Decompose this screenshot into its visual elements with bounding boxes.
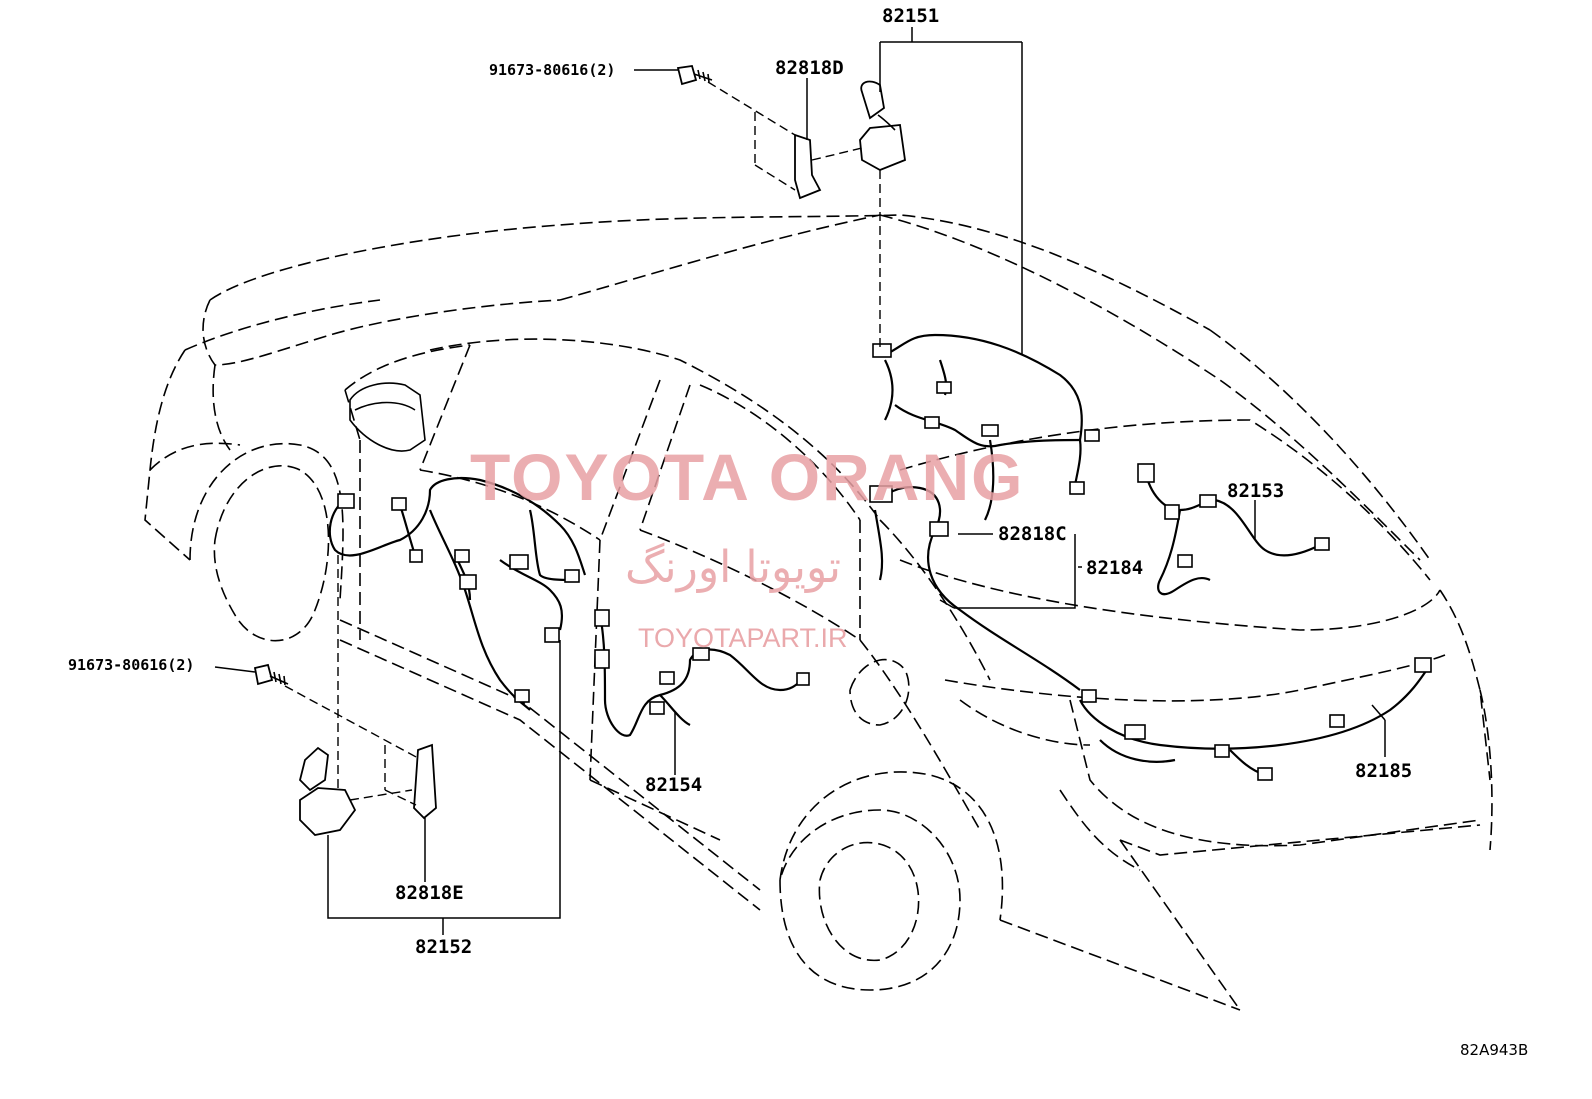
watermark: TOYOTA ORANG تویوتا اورنگ TOYOTAPART.IR xyxy=(470,440,1024,653)
harness-82184-cpillar xyxy=(869,485,1081,691)
harness-82153-trunk xyxy=(1137,463,1330,596)
harness-82154-rear-door xyxy=(594,609,810,737)
watermark-brand: TOYOTA ORANG xyxy=(470,440,1024,514)
bracket-82818e-icon xyxy=(413,743,437,820)
label-82184: 82184 xyxy=(1086,557,1143,579)
leader-lines xyxy=(214,27,1386,935)
harness-82185-rear xyxy=(1079,657,1432,781)
label-bolt-top: 91673-80616(2) xyxy=(489,61,615,79)
label-82154: 82154 xyxy=(645,774,702,796)
label-82151: 82151 xyxy=(882,5,939,27)
harness-82152-front-door xyxy=(328,476,587,711)
harness-82151-roof xyxy=(872,333,1100,521)
part-labels: 82151 82818D 91673-80616(2) 82153 82818C… xyxy=(68,5,1528,1059)
label-82818c: 82818C xyxy=(998,523,1067,545)
watermark-url: TOYOTAPART.IR xyxy=(638,623,848,653)
label-82185: 82185 xyxy=(1355,760,1412,782)
label-82818d: 82818D xyxy=(775,57,844,79)
label-bolt-left: 91673-80616(2) xyxy=(68,656,194,674)
watermark-brand-fa: تویوتا اورنگ xyxy=(625,542,841,593)
label-82152: 82152 xyxy=(415,936,472,958)
diagram-code: 82A943B xyxy=(1460,1041,1528,1059)
bolt-top-icon xyxy=(676,64,713,86)
car-body-outline xyxy=(144,214,1493,1011)
label-82818e: 82818E xyxy=(395,882,464,904)
label-82153: 82153 xyxy=(1227,480,1284,502)
connector-82152-icon xyxy=(299,746,357,836)
connector-82151-icon xyxy=(859,80,906,171)
bracket-82818d-icon xyxy=(794,133,822,200)
bolt-left-icon xyxy=(253,663,289,686)
